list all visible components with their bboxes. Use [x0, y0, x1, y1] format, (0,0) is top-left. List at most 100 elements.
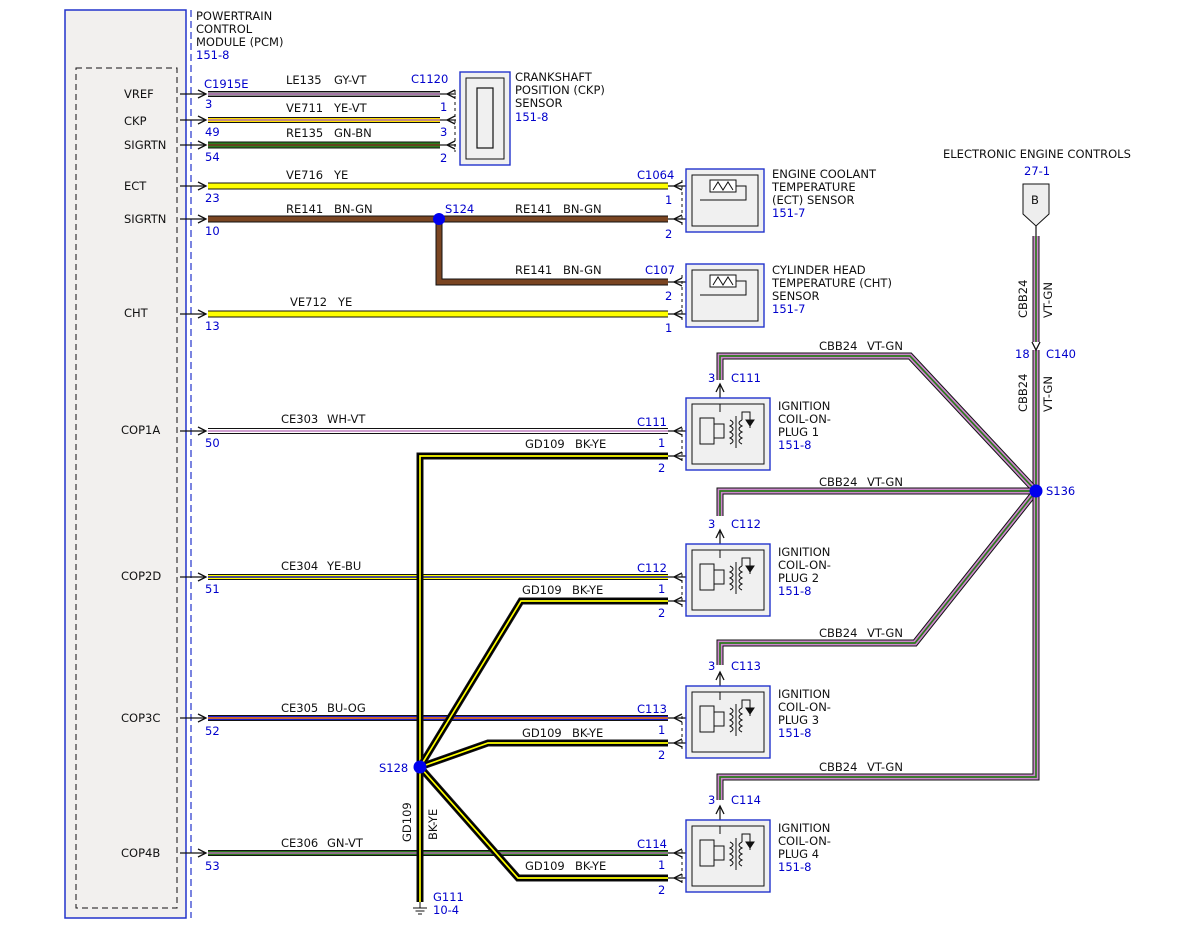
coil-2-top-connector: C112: [731, 517, 761, 531]
wire-cop3c-color: BU-OG: [327, 701, 366, 715]
coil-2-title-3: PLUG 2: [778, 571, 819, 585]
coil-1-pin-3: 3: [708, 371, 715, 385]
eec-pin-arrow: [1031, 341, 1041, 352]
pin-label-cop1a: COP1A: [121, 423, 160, 437]
coil-3-pin-2-arrow: [672, 738, 683, 748]
wire-cop4b-color: GN-VT: [327, 836, 364, 850]
splice-s124-dot: [433, 213, 445, 225]
pin-label-vref: VREF: [124, 87, 154, 101]
coil-4-pin-1: 1: [658, 858, 665, 872]
splice-s124-label: S124: [445, 202, 474, 216]
wire-vref-circuit: LE135: [286, 73, 322, 87]
eec-pin: 18: [1015, 347, 1030, 361]
pin-label-cop3c: COP3C: [121, 711, 160, 725]
eec-ref: 27-1: [1024, 164, 1050, 178]
pin-label-ect: ECT: [124, 179, 147, 193]
pin-label-sigrtn-1: SIGRTN: [124, 138, 166, 152]
wire-cop1a-circuit: CE303: [281, 412, 318, 426]
ckp-title-2: POSITION (CKP): [515, 83, 605, 97]
pin-number-cop3c: 52: [205, 724, 220, 738]
ect-title-3: (ECT) SENSOR: [772, 193, 854, 207]
wire-cbb2-circuit: CBB24: [819, 475, 857, 489]
coil-3-ref: 151-8: [778, 726, 811, 740]
coil-3-connector: C113: [637, 702, 667, 716]
wire-sigrtn1-color: GN-BN: [334, 126, 372, 140]
wire-gd-ground-color: BK-YE: [426, 809, 440, 840]
cht-ref: 151-7: [772, 302, 805, 316]
pcm-pin-arrow-10: [197, 848, 208, 858]
cht-pin-1: 1: [665, 321, 672, 335]
vertical-wire-labels: CBB24 VT-GN CBB24 VT-GN GD109 BK-YE: [400, 280, 1055, 842]
cht-title-1: CYLINDER HEAD: [772, 263, 866, 277]
pin-label-cop4b: COP4B: [121, 846, 160, 860]
eec-letter: B: [1031, 193, 1039, 207]
coil-1-connector: C111: [637, 415, 667, 429]
ect-pin-1: 1: [665, 193, 672, 207]
ckp-sensor: C1120 CRANKSHAFT POSITION (CKP) SENSOR 1…: [411, 70, 605, 166]
wire-sigrtn2b-color: BN-GN: [563, 202, 602, 216]
wire-sigrtn2b-circuit: RE141: [515, 202, 552, 216]
pcm-pin-arrow-8: [197, 572, 208, 582]
pcm-connector: C1915E: [204, 77, 249, 91]
wire-cbb-top-circuit: CBB24: [1016, 280, 1030, 318]
ckp-title-3: SENSOR: [515, 96, 563, 110]
coil-1-ref: 151-8: [778, 438, 811, 452]
coil-4-title-3: PLUG 4: [778, 847, 819, 861]
ckp-pin-3: 3: [440, 125, 447, 139]
coil-3-pin-1: 1: [658, 723, 665, 737]
splices: S124 S128 S136: [379, 202, 1075, 775]
wire-sigrtn2c-color: BN-GN: [563, 263, 602, 277]
coil-2-title-2: COIL-ON-: [778, 558, 831, 572]
splice-s136-label: S136: [1046, 484, 1075, 498]
ground-g111: G111 10-4: [413, 890, 464, 917]
coil-4-top-connector: C114: [731, 793, 761, 807]
eec-connector: ELECTRONIC ENGINE CONTROLS 27-1 B 18 C14…: [943, 147, 1131, 361]
coil-1-title-1: IGNITION: [778, 399, 830, 413]
coil-4-pin-2: 2: [658, 883, 665, 897]
cht-pin-arrow-2: [672, 309, 683, 319]
ground-ref: 10-4: [433, 903, 459, 917]
wire-ckp-color: YE-VT: [333, 101, 368, 115]
pcm-pin-arrow-9: [197, 713, 208, 723]
cht-pin-arrow-1: [672, 277, 683, 287]
wire-sigrtn2a-color: BN-GN: [334, 202, 373, 216]
pin-label-ckp: CKP: [124, 114, 147, 128]
eec-c140: C140: [1046, 347, 1076, 361]
wire-ect-color: YE: [333, 168, 348, 182]
wire-cbb4-color: VT-GN: [867, 760, 903, 774]
ect-pin-2: 2: [665, 227, 672, 241]
pcm-title-1: POWERTRAIN: [196, 9, 272, 23]
coil-1-title-3: PLUG 1: [778, 425, 819, 439]
ect-title-2: TEMPERATURE: [771, 180, 856, 194]
wire-cbb-coil-3: [716, 488, 1039, 665]
wire-cbb-coil-2: [716, 487, 1036, 516]
coil-2-connector: C112: [637, 561, 667, 575]
ect-sensor: C1064 ENGINE COOLANT TEMPERATURE (ECT) S…: [637, 167, 877, 241]
pcm-ref: 151-8: [196, 48, 229, 62]
cht-pin-2: 2: [665, 289, 672, 303]
wire-sigrtn2c-circuit: RE141: [515, 263, 552, 277]
coil-4-ref: 151-8: [778, 860, 811, 874]
coil-3-title-3: PLUG 3: [778, 713, 819, 727]
pin-number-sigrtn-1: 54: [205, 150, 220, 164]
wire-cht-circuit: VE712: [290, 295, 327, 309]
wire-vref-color: GY-VT: [334, 73, 367, 87]
coil-3-title-2: COIL-ON-: [778, 700, 831, 714]
ect-connector: C1064: [637, 168, 674, 182]
wire-gd2-color: BK-YE: [572, 583, 603, 597]
wire-gd1-circuit: GD109: [525, 437, 565, 451]
pin-label-cht: CHT: [124, 306, 149, 320]
coil-1-title-2: COIL-ON-: [778, 412, 831, 426]
wire-gd-coil-2: [417, 597, 668, 769]
wire-gd-ground-circuit: GD109: [400, 802, 414, 842]
coil-4-pin-1-arrow: [672, 848, 683, 858]
ckp-pin-arrow-3: [445, 140, 456, 150]
coil-3-title-1: IGNITION: [778, 687, 830, 701]
coil-4-pin-3: 3: [708, 793, 715, 807]
pcm-pin-arrow-5: [197, 214, 208, 224]
pcm-title-3: MODULE (PCM): [196, 35, 283, 49]
cht-title-2: TEMPERATURE (CHT): [771, 276, 892, 290]
coil-4-title-1: IGNITION: [778, 821, 830, 835]
coil-3-pin-3: 3: [708, 659, 715, 673]
